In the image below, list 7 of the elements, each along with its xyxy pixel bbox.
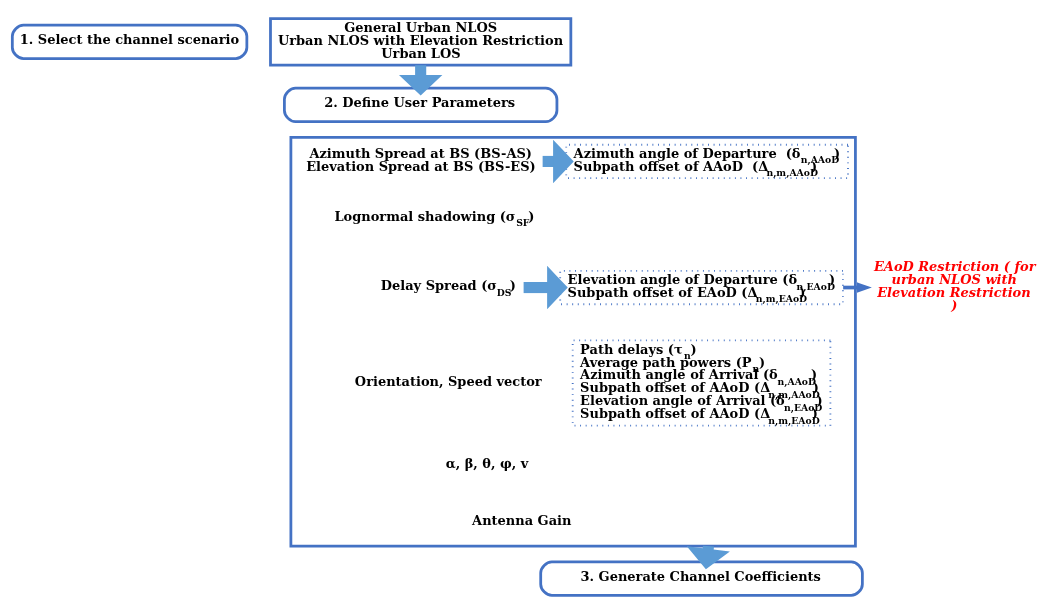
label: Lognormal shadowing (σ$_{SF}$) bbox=[334, 208, 535, 229]
label: Antenna Gain bbox=[472, 512, 572, 528]
node-text: Delay Spread (σ$_{DS}$) bbox=[380, 278, 516, 298]
node-text: EAoD Restriction ( for urban NLOS with Elevation Restriction ) bbox=[873, 259, 1036, 313]
label: α, β, θ, φ, v bbox=[445, 456, 529, 472]
node-text: Azimuth Spread at BS (BS-AS) Elevation Spread at BS (BS-ES) bbox=[306, 145, 536, 174]
label: Orientation, Speed vector bbox=[354, 373, 542, 389]
